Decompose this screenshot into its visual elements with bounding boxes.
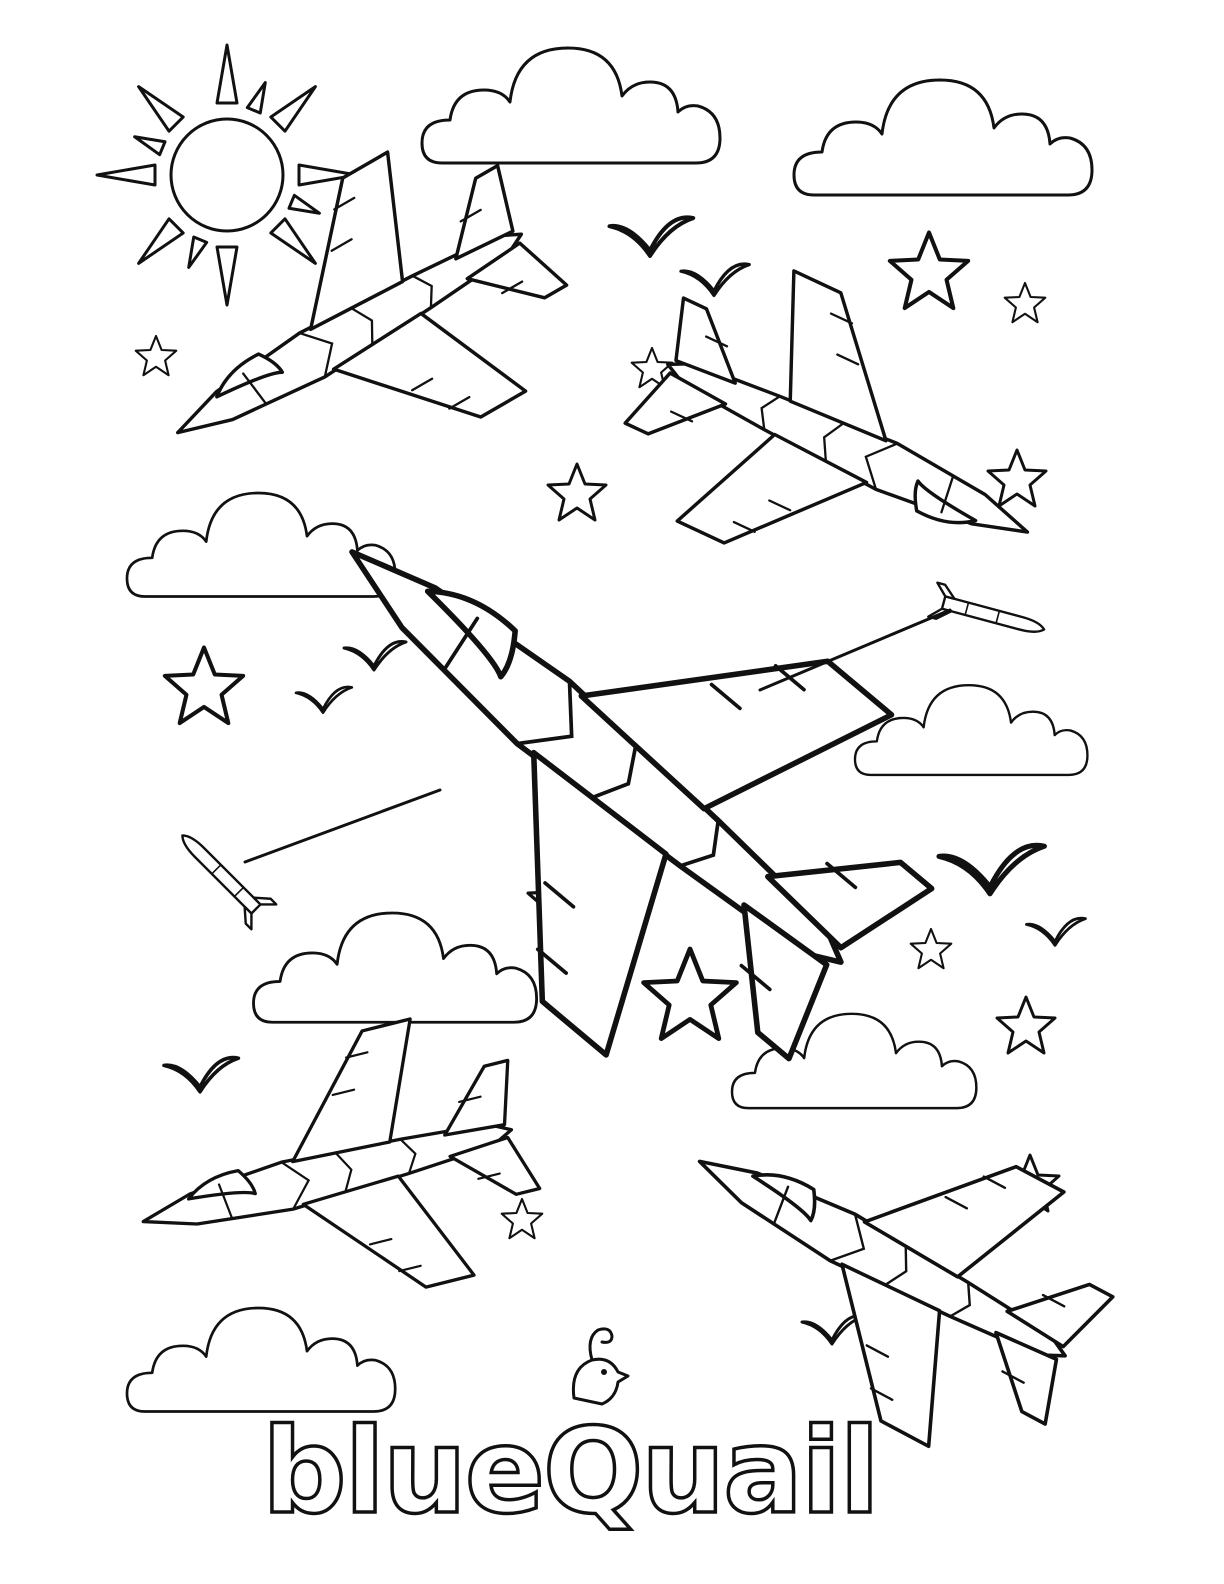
brand-logo: blueQuail	[260, 1327, 882, 1542]
bird-icon	[939, 845, 1044, 893]
cloud-icon	[252, 911, 539, 1024]
bird-icon	[679, 262, 751, 298]
bird-icon	[294, 685, 354, 714]
star-icon	[134, 334, 178, 377]
star-icon	[890, 233, 968, 309]
star-icon	[165, 648, 243, 724]
missile-icon	[927, 581, 1050, 648]
fighter-jet-icon	[109, 996, 558, 1352]
cloud-icon	[853, 684, 1089, 777]
cloud-icon	[420, 46, 722, 165]
logo-text: blueQuail	[262, 1402, 878, 1540]
missile-icon	[168, 821, 278, 931]
bird-icon	[1025, 916, 1087, 947]
quail-icon	[571, 1327, 630, 1406]
bird-icon	[610, 217, 694, 255]
cloud-icon	[125, 1306, 397, 1413]
cloud-icon	[125, 491, 397, 598]
star-icon	[546, 462, 608, 522]
wing-pylon	[243, 608, 952, 864]
star-icon	[644, 949, 737, 1039]
bird-icon	[162, 1055, 241, 1094]
star-icon	[1003, 281, 1047, 324]
star-icon	[986, 448, 1048, 508]
star-icon	[995, 995, 1057, 1055]
bird-icon	[342, 640, 408, 672]
star-icon	[909, 927, 953, 970]
cloud-icon	[792, 78, 1094, 197]
sun-icon	[95, 43, 359, 307]
star-icon	[500, 1197, 544, 1240]
